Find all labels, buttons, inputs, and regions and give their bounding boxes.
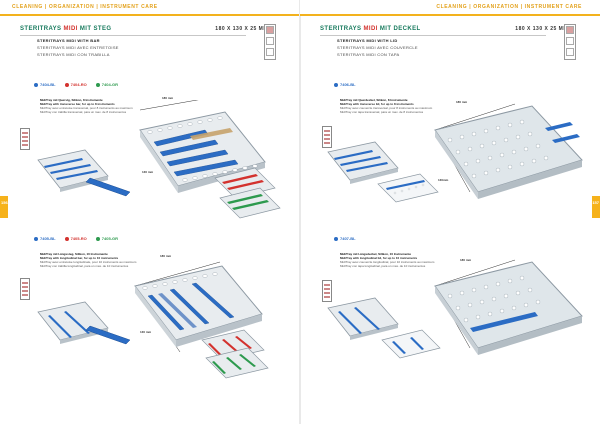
measure-depth: 130 mm <box>142 170 154 174</box>
page-number: 156 <box>1 200 8 205</box>
article-code: 7405-BL <box>34 236 56 241</box>
side-tab <box>0 196 8 218</box>
page-number: 157 <box>592 200 599 205</box>
desc-fr: MidiTray avec couvercle transversal, pou… <box>340 106 433 110</box>
dimensions: 180 X 130 X 25 MM <box>515 26 568 32</box>
desc-fr: MidiTray avec entretoise transversal, po… <box>40 106 133 110</box>
section-header: CLEANING | ORGANIZATION | INSTRUMENT CAR… <box>12 4 158 10</box>
title-prefix: STERITRAYS <box>320 26 362 32</box>
green-dot-icon <box>95 82 100 87</box>
lid-thumbnail <box>20 278 30 300</box>
title-midi: MIDI <box>63 26 78 32</box>
desc-en: MidiTray with longitudinal bar, for up t… <box>40 256 119 260</box>
desc-es: MidiTray con tapa transversal, para un m… <box>340 110 424 114</box>
measure-width: 180 mm <box>456 100 468 104</box>
top-band <box>300 0 600 14</box>
swatch <box>566 48 574 56</box>
article-code: 7405-RO <box>64 236 87 241</box>
article-code: 7404-BL <box>34 82 56 87</box>
title-midi: MIDI <box>363 26 378 32</box>
desc-en: MidiTray with transverse lid, for up to … <box>340 102 414 106</box>
subtitle-es: STERITRAYS MIDI CON TRABILLA <box>37 52 110 57</box>
subtitle-fr: STERITRAYS MIDI AVEC COUVERCLE <box>337 45 418 50</box>
blue-dot-icon <box>34 82 38 87</box>
tray-illustration-2 <box>37 261 269 379</box>
swatch <box>266 37 274 45</box>
swatch <box>566 26 574 34</box>
article-code: 7404-RO <box>64 82 87 87</box>
desc-fr: MidiTray avec entretoise longitudinale, … <box>40 260 137 264</box>
article-codes: 7404-BL 7404-RO 7404-GR <box>34 82 118 87</box>
tray-illustration-3 <box>327 103 583 203</box>
subtitle-es: STERITRAYS MIDI CON TAPA <box>337 52 400 57</box>
article-codes: 7406-BL <box>334 82 356 87</box>
left-page: CLEANING | ORGANIZATION | INSTRUMENT CAR… <box>0 0 300 379</box>
lid-thumbnail <box>322 126 332 148</box>
desc-fr: MidiTray avec couvercle longitudinal, po… <box>340 260 435 264</box>
subtitle-fr: STERITRAYS MIDI AVEC ENTRETOISE <box>37 45 119 50</box>
page-gutter <box>299 0 301 424</box>
side-tab <box>592 196 600 218</box>
color-swatch-box <box>264 24 276 60</box>
title-rule <box>20 35 246 36</box>
desc-es: MidiTray con trabilla longitudinal, para… <box>40 264 129 268</box>
product-description: MidiTray mit Querdeckel, Silikon, 8 Inst… <box>340 98 450 114</box>
blue-dot-icon <box>334 236 338 241</box>
product-title-block: STERITRAYS MIDI MIT STEG 180 X 130 X 25 … <box>20 26 288 57</box>
desc-es: MidiTray con trabilla transversal, para … <box>40 110 127 114</box>
product-title-block: STERITRAYS MIDI MIT DECKEL 180 X 130 X 2… <box>320 26 588 57</box>
article-code: 7404-GR <box>95 82 118 87</box>
tray-illustration-4 <box>327 259 583 359</box>
desc-de: MidiTray mit Längssteg, Silikon, 10 Inst… <box>40 252 108 256</box>
measure-width: 180 mm <box>460 258 472 262</box>
swatch <box>266 26 274 34</box>
blue-dot-icon <box>334 82 338 87</box>
desc-de: MidiTray mit Längsdeckel, Silikon, 10 In… <box>340 252 412 256</box>
desc-es: MidiTray con tapa longitudinal, para un … <box>340 264 426 268</box>
title-suffix: MIT STEG <box>79 26 112 32</box>
desc-en: MidiTray with longitudinal lid, for up t… <box>340 256 418 260</box>
article-code: 7407-BL <box>334 236 356 241</box>
desc-en: MidiTray with transverse bar, for up to … <box>40 102 115 106</box>
article-codes: 7407-BL <box>334 236 356 241</box>
product-description: MidiTray mit Querstg, Silikon, 8 Instrum… <box>40 98 150 114</box>
green-dot-icon <box>95 236 100 241</box>
article-code: 7406-BL <box>334 82 356 87</box>
blue-dot-icon <box>34 236 38 241</box>
measure-width: 180 mm <box>162 96 174 100</box>
article-code: 7405-GR <box>95 236 118 241</box>
color-swatch-box <box>564 24 576 60</box>
lid-thumbnail <box>20 128 30 150</box>
right-page: CLEANING | ORGANIZATION | INSTRUMENT CAR… <box>300 0 600 424</box>
product-description: MidiTray mit Längsdeckel, Silikon, 10 In… <box>340 252 450 268</box>
article-codes: 7405-BL 7405-RO 7405-GR <box>34 236 118 241</box>
tray-illustration-1 <box>37 100 281 219</box>
title-rule <box>320 35 546 36</box>
measure-width: 180 mm <box>160 254 172 258</box>
measure-depth: 130 mm <box>140 330 152 334</box>
title-suffix: MIT DECKEL <box>379 26 421 32</box>
subtitle-en: STERITRAYS MIDI WITH BAR <box>37 38 100 43</box>
product-title: STERITRAYS MIDI MIT DECKEL <box>320 26 588 32</box>
top-band <box>0 0 300 14</box>
swatch <box>266 48 274 56</box>
title-prefix: STERITRAYS <box>20 26 62 32</box>
dimensions: 180 X 130 X 25 MM <box>215 26 268 32</box>
header-rule <box>300 14 600 16</box>
section-header: CLEANING | ORGANIZATION | INSTRUMENT CAR… <box>436 4 582 10</box>
red-dot-icon <box>64 82 69 87</box>
lid-thumbnail <box>322 280 332 302</box>
desc-de: MidiTray mit Querdeckel, Silikon, 8 Inst… <box>340 98 408 102</box>
measure-depth: 130mm <box>438 178 449 182</box>
desc-de: MidiTray mit Querstg, Silikon, 8 Instrum… <box>40 98 103 102</box>
product-title: STERITRAYS MIDI MIT STEG <box>20 26 288 32</box>
product-description: MidiTray mit Längssteg, Silikon, 10 Inst… <box>40 252 150 268</box>
header-rule <box>0 14 300 16</box>
swatch <box>566 37 574 45</box>
subtitle-en: STERITRAYS MIDI WITH LID <box>337 38 398 43</box>
red-dot-icon <box>64 236 69 241</box>
